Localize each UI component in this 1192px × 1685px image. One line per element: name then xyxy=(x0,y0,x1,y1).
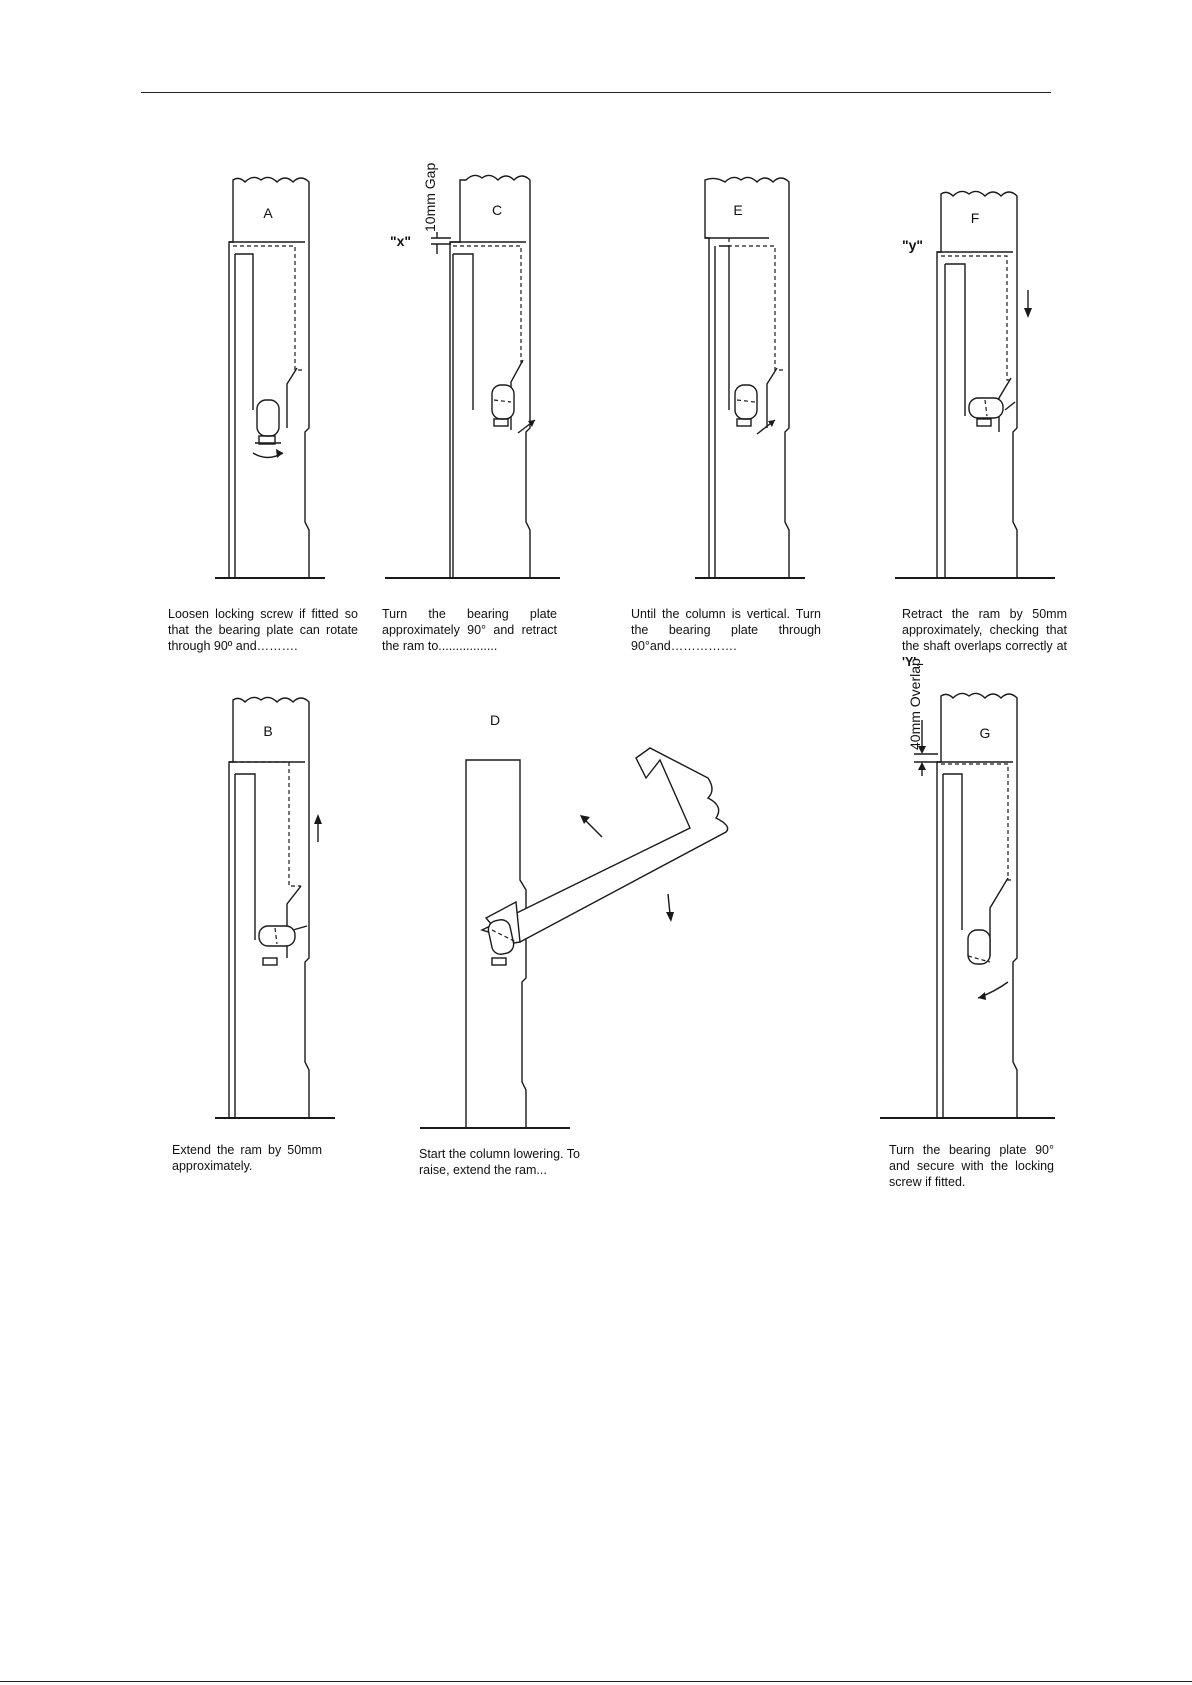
diagram-panel-e: E xyxy=(695,176,805,579)
bearing-plate xyxy=(256,399,280,437)
caption-e: Until the column is vertical. Turn the b… xyxy=(631,607,821,653)
column-outline xyxy=(228,176,310,579)
tilted-ram xyxy=(480,747,729,943)
up-left-arrow xyxy=(584,819,603,838)
inner-shaft-dashed xyxy=(233,245,305,371)
diagram-panel-d: D xyxy=(420,707,729,1129)
panel-letter-d: D xyxy=(490,712,500,728)
panel-letter-a: A xyxy=(263,205,273,221)
caption-f: Retract the ram by 50mm approximately, c… xyxy=(902,606,1067,670)
caption-b: Extend the ram by 50mm approximately. xyxy=(172,1143,322,1173)
bracket-edge xyxy=(286,367,298,428)
panel-letter-c: C xyxy=(492,202,502,218)
footer-rule xyxy=(0,1681,1192,1682)
caption-f-end: . xyxy=(916,655,920,669)
panel-letter-g: G xyxy=(980,725,991,741)
panel-letter-b: B xyxy=(263,723,272,739)
caption-d: Start the column lowering. To raise, ext… xyxy=(419,1147,580,1177)
inner-channel xyxy=(235,253,254,410)
panel-letter-e: E xyxy=(733,202,742,218)
marker-x: "x" xyxy=(390,233,411,249)
arrow-head xyxy=(276,449,283,458)
diagram-panel-g: G 40mm Overlap xyxy=(880,658,1055,1119)
caption-a: Loosen locking screw if fitted so that t… xyxy=(168,607,358,653)
diagram-panel-a: A xyxy=(215,176,325,579)
caption-c: Turn the bearing plate approximately 90°… xyxy=(382,607,557,653)
panel-label-circle xyxy=(255,200,281,226)
down-arrow xyxy=(667,893,671,915)
header-rule xyxy=(141,92,1051,93)
overlap-label: 40mm Overlap xyxy=(907,658,923,750)
bearing-foot xyxy=(258,435,276,445)
diagram-panel-f: F "y" xyxy=(895,190,1055,579)
panel-letter-f: F xyxy=(971,210,980,226)
gap-label: 10mm Gap xyxy=(422,163,438,232)
caption-g: Turn the bearing plate 90° and secure wi… xyxy=(889,1143,1054,1189)
caption-f-bold: 'Y' xyxy=(902,655,917,669)
marker-y: "y" xyxy=(902,237,923,253)
caption-f-text: Retract the ram by 50mm approximately, c… xyxy=(902,607,1067,653)
diagram-panel-c: C 10mm Gap "x" xyxy=(385,163,560,579)
diagram-panel-b: B xyxy=(215,696,335,1119)
